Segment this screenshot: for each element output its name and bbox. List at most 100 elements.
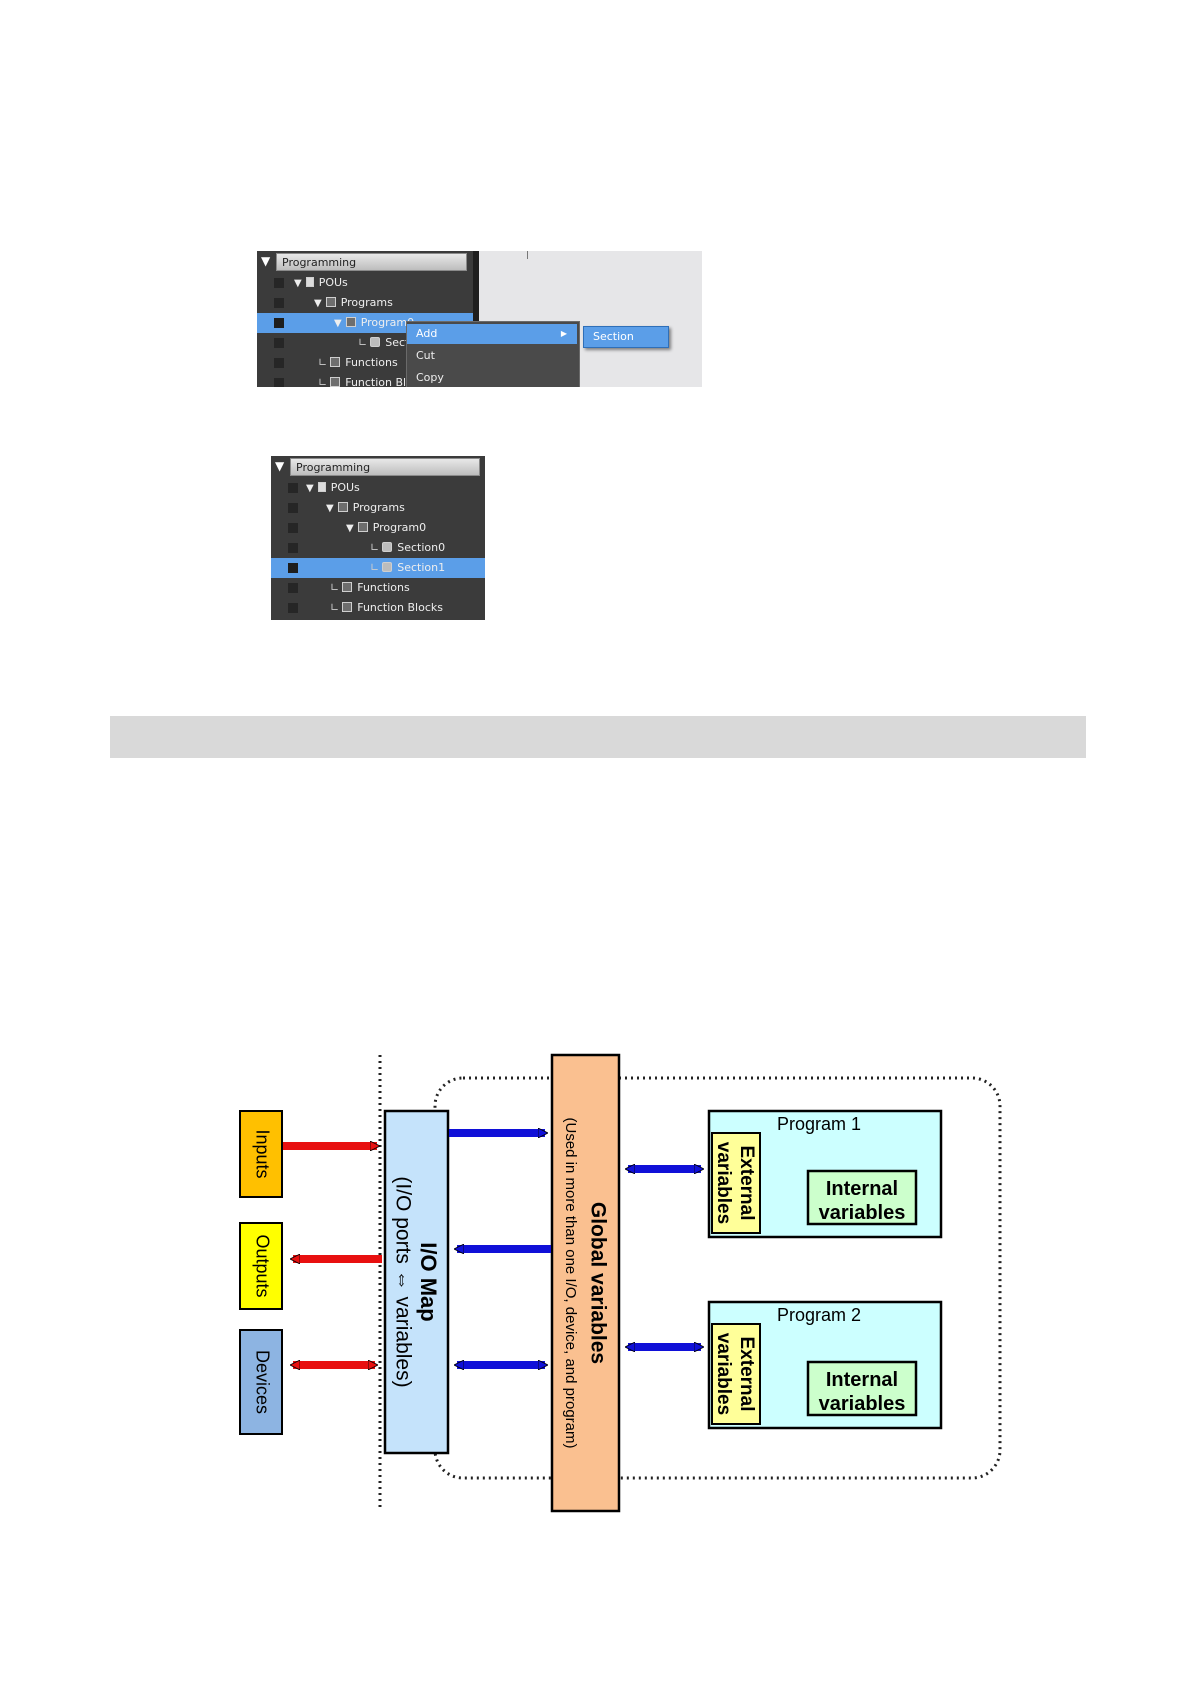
expand-arrow-icon[interactable]: ▼ <box>334 318 342 329</box>
expand-arrow-icon[interactable]: ▼ <box>294 278 302 289</box>
collapse-triangle-icon[interactable]: ▼ <box>261 254 271 268</box>
global-variables-subtitle: (Used in more than one I/O, device, and … <box>562 1118 579 1449</box>
section-icon <box>382 562 393 572</box>
folder-icon <box>325 297 336 307</box>
expand-arrow-icon[interactable]: ▼ <box>326 503 334 514</box>
internal-variables-label-2: variables <box>819 1202 906 1224</box>
outputs-label: Outputs <box>252 1234 272 1297</box>
function-block-icon <box>342 602 353 612</box>
tree-item-label: Functions <box>345 356 398 369</box>
checkbox[interactable] <box>274 318 284 328</box>
devices-box: Devices <box>239 1329 283 1435</box>
tree-item-section1[interactable]: ∟ Section1 <box>271 558 485 578</box>
tree-item-label: Section1 <box>397 561 446 574</box>
program1-box: Program 1 External variables Internal va… <box>707 1109 943 1239</box>
tree-item-function-blocks[interactable]: ∟ Function Blocks <box>271 598 485 618</box>
tree-item-programs[interactable]: ▼Programs <box>271 498 485 518</box>
tree-item-section0[interactable]: ∟ Section0 <box>271 538 485 558</box>
tree-item-label: Program0 <box>360 316 415 329</box>
collapse-triangle-icon[interactable]: ▼ <box>275 459 285 473</box>
expand-arrow-icon[interactable]: ▼ <box>314 298 322 309</box>
tree-item-function-blocks[interactable]: ∟ Function Blocks <box>257 373 473 387</box>
io-map-subtitle: (I/O ports ⇔ variables) <box>391 1176 414 1387</box>
checkbox[interactable] <box>274 278 284 288</box>
menu-item-add[interactable]: Add ▶ <box>407 324 577 344</box>
tree-item-program0[interactable]: ▼ Program0 <box>271 518 485 538</box>
tree-header[interactable]: ▼ Programming <box>257 251 472 275</box>
menu-item-label: Cut <box>416 349 435 362</box>
program1-label: Program 1 <box>777 1114 861 1134</box>
program2-box: Program 2 External variables Internal va… <box>707 1300 943 1430</box>
tree-item-label: Program0 <box>372 521 427 534</box>
tree-item-pous[interactable]: ▼ POUs <box>271 478 485 498</box>
document-icon <box>317 482 326 492</box>
submenu-arrow-icon: ▶ <box>560 329 567 338</box>
menu-item-copy[interactable]: Copy <box>407 368 577 387</box>
checkbox[interactable] <box>274 378 284 387</box>
context-menu: Add ▶ Cut Copy <box>406 321 580 387</box>
pane-splitter[interactable] <box>473 251 479 387</box>
tree-item-label: Section0 <box>397 541 446 554</box>
tree-branch-icon: ∟ <box>318 356 328 369</box>
editor-tick <box>527 251 528 259</box>
tree-header[interactable]: ▼ Programming <box>271 456 485 480</box>
tree-item-label: Function Blocks <box>345 376 431 387</box>
external-variables-label-1: External <box>736 1146 757 1221</box>
external-variables-label-1: External <box>736 1337 757 1412</box>
checkbox[interactable] <box>288 483 298 493</box>
tree-branch-icon: ∟ <box>370 561 380 574</box>
checkbox[interactable] <box>288 543 298 553</box>
internal-variables-label-2: variables <box>819 1393 906 1415</box>
checkbox[interactable] <box>274 338 284 348</box>
checkbox[interactable] <box>288 603 298 613</box>
document-icon <box>305 277 314 287</box>
submenu-item-section[interactable]: Section <box>583 326 669 348</box>
function-icon <box>342 582 353 592</box>
tree-item-pous[interactable]: ▼ POUs <box>257 273 473 293</box>
tree-item-label: POUs <box>330 481 360 494</box>
checkbox[interactable] <box>288 563 298 573</box>
submenu-item-label: Section <box>593 330 634 343</box>
tree-header-label: Programming <box>276 253 467 271</box>
io-map-box: I/O Map (I/O ports ⇔ variables) <box>383 1109 450 1455</box>
external-variables-label-2: variables <box>713 1142 734 1224</box>
internal-variables-label-1: Internal <box>826 1178 898 1200</box>
devices-label: Devices <box>252 1350 272 1414</box>
tree-item-label: Functions <box>357 581 410 594</box>
expand-arrow-icon[interactable]: ▼ <box>306 483 314 494</box>
section-heading-band <box>110 716 1086 758</box>
tree-branch-icon: ∟ <box>318 376 328 387</box>
checkbox[interactable] <box>274 358 284 368</box>
program-icon <box>345 317 356 327</box>
tree-item-label: Programs <box>340 296 393 309</box>
folder-icon <box>337 502 348 512</box>
function-icon <box>330 357 341 367</box>
tree-header-label: Programming <box>290 458 480 476</box>
inputs-box: Inputs <box>239 1110 283 1198</box>
outputs-box: Outputs <box>239 1222 283 1310</box>
io-map-title: I/O Map <box>416 1242 441 1321</box>
menu-item-cut[interactable]: Cut <box>407 346 577 366</box>
section-icon <box>370 337 381 347</box>
inputs-label: Inputs <box>252 1129 272 1178</box>
menu-item-label: Add <box>416 327 438 340</box>
tree-branch-icon: ∟ <box>370 541 380 554</box>
tree-branch-icon: ∟ <box>330 601 340 614</box>
tree-item-label: Function Blocks <box>357 601 443 614</box>
tree-item-functions[interactable]: ∟ Functions <box>257 353 473 373</box>
expand-arrow-icon[interactable]: ▼ <box>346 523 354 534</box>
tree-item-programs[interactable]: ▼ Programs <box>257 293 473 313</box>
tree-branch-icon: ∟ <box>330 581 340 594</box>
tree-item-label: POUs <box>318 276 348 289</box>
checkbox[interactable] <box>288 523 298 533</box>
project-tree-result: ▼ Programming ▼POUs ▼Programs ▼Program0 … <box>271 456 485 620</box>
program-icon <box>357 522 368 532</box>
internal-variables-label-1: Internal <box>826 1369 898 1391</box>
project-tree-with-menu: ▼ Programming ▼POUs ▼Programs ▼Program0 … <box>257 251 702 387</box>
checkbox[interactable] <box>288 583 298 593</box>
global-variables-title: Global variables <box>586 1202 609 1364</box>
checkbox[interactable] <box>274 298 284 308</box>
checkbox[interactable] <box>288 503 298 513</box>
tree-item-functions[interactable]: ∟ Functions <box>271 578 485 598</box>
dotted-controller-boundary <box>433 1076 1002 1480</box>
